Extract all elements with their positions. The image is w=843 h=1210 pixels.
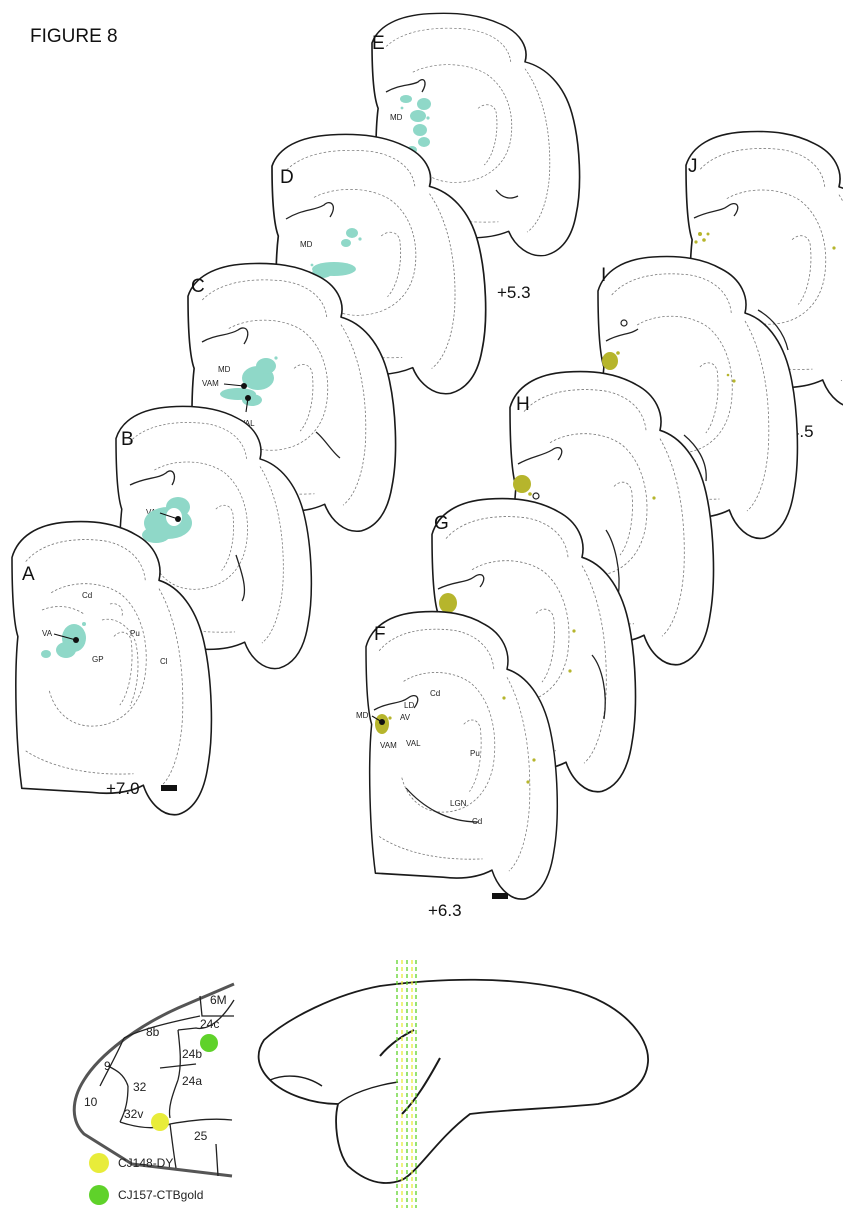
label-c-md: MD	[218, 365, 231, 374]
area-24c: 24c	[200, 1017, 219, 1031]
lateral-brain-view	[259, 960, 648, 1208]
panel-label-i: I	[601, 265, 606, 286]
label-f-lgn: LGN	[450, 799, 467, 808]
panel-label-d: D	[280, 167, 294, 188]
level-label-yellow-start: +6.3	[428, 901, 462, 920]
area-24b: 24b	[182, 1047, 202, 1061]
label-f-val: VAL	[406, 739, 421, 748]
label-f-pu: Pu	[470, 749, 480, 758]
label-a-cl: Cl	[160, 657, 168, 666]
label-a-cd: Cd	[82, 591, 92, 600]
legend-swatch-cj148	[89, 1153, 109, 1173]
label-d-md: MD	[300, 240, 313, 249]
label-f-cd2: Cd	[472, 817, 482, 826]
scale-bar-left	[161, 785, 177, 791]
medial-cortex-map: 6M 8b 24c 24b 9 32 24a 10 32v 25 CJ148-D…	[74, 984, 234, 1205]
label-f-vam: VAM	[380, 741, 397, 750]
panel-label-c: C	[191, 276, 205, 297]
panel-label-h: H	[516, 394, 530, 415]
label-a-va: VA	[42, 629, 53, 638]
panel-label-e: E	[372, 33, 385, 54]
area-25: 25	[194, 1129, 208, 1143]
marker-b-va	[175, 516, 181, 522]
panel-label-a: A	[22, 564, 35, 585]
label-f-cd: Cd	[430, 689, 440, 698]
panel-label-j: J	[688, 156, 698, 177]
scale-bar-right	[492, 893, 508, 899]
area-32v: 32v	[124, 1107, 143, 1121]
legend-label-cj157: CJ157-CTBgold	[118, 1188, 203, 1202]
marker-a-va	[73, 637, 79, 643]
injection-site-cj157	[200, 1034, 218, 1052]
label-a-pu: Pu	[130, 629, 140, 638]
panel-label-g: G	[434, 513, 449, 534]
label-a-gp: GP	[92, 655, 104, 664]
marker-f-md	[379, 719, 385, 725]
area-10: 10	[84, 1095, 98, 1109]
panel-label-b: B	[121, 429, 134, 450]
area-32: 32	[133, 1080, 147, 1094]
area-9: 9	[104, 1059, 111, 1073]
level-label-green-end: +5.3	[497, 283, 531, 302]
area-8b: 8b	[146, 1025, 160, 1039]
panel-label-f: F	[374, 624, 386, 645]
injection-site-cj148	[151, 1113, 169, 1131]
label-f-ld: LD	[404, 701, 414, 710]
area-6m: 6M	[210, 993, 227, 1007]
legend-swatch-cj157	[89, 1185, 109, 1205]
label-c-vam: VAM	[202, 379, 219, 388]
figure-title: FIGURE 8	[30, 26, 118, 47]
marker-c-val	[245, 395, 251, 401]
label-f-md: MD	[356, 711, 369, 720]
label-f-av: AV	[400, 713, 411, 722]
marker-c-vam	[241, 383, 247, 389]
legend-label-cj148: CJ148-DY	[118, 1156, 173, 1170]
label-e-md: MD	[390, 113, 403, 122]
level-label-green-start: +7.0	[106, 779, 140, 798]
area-24a: 24a	[182, 1074, 202, 1088]
